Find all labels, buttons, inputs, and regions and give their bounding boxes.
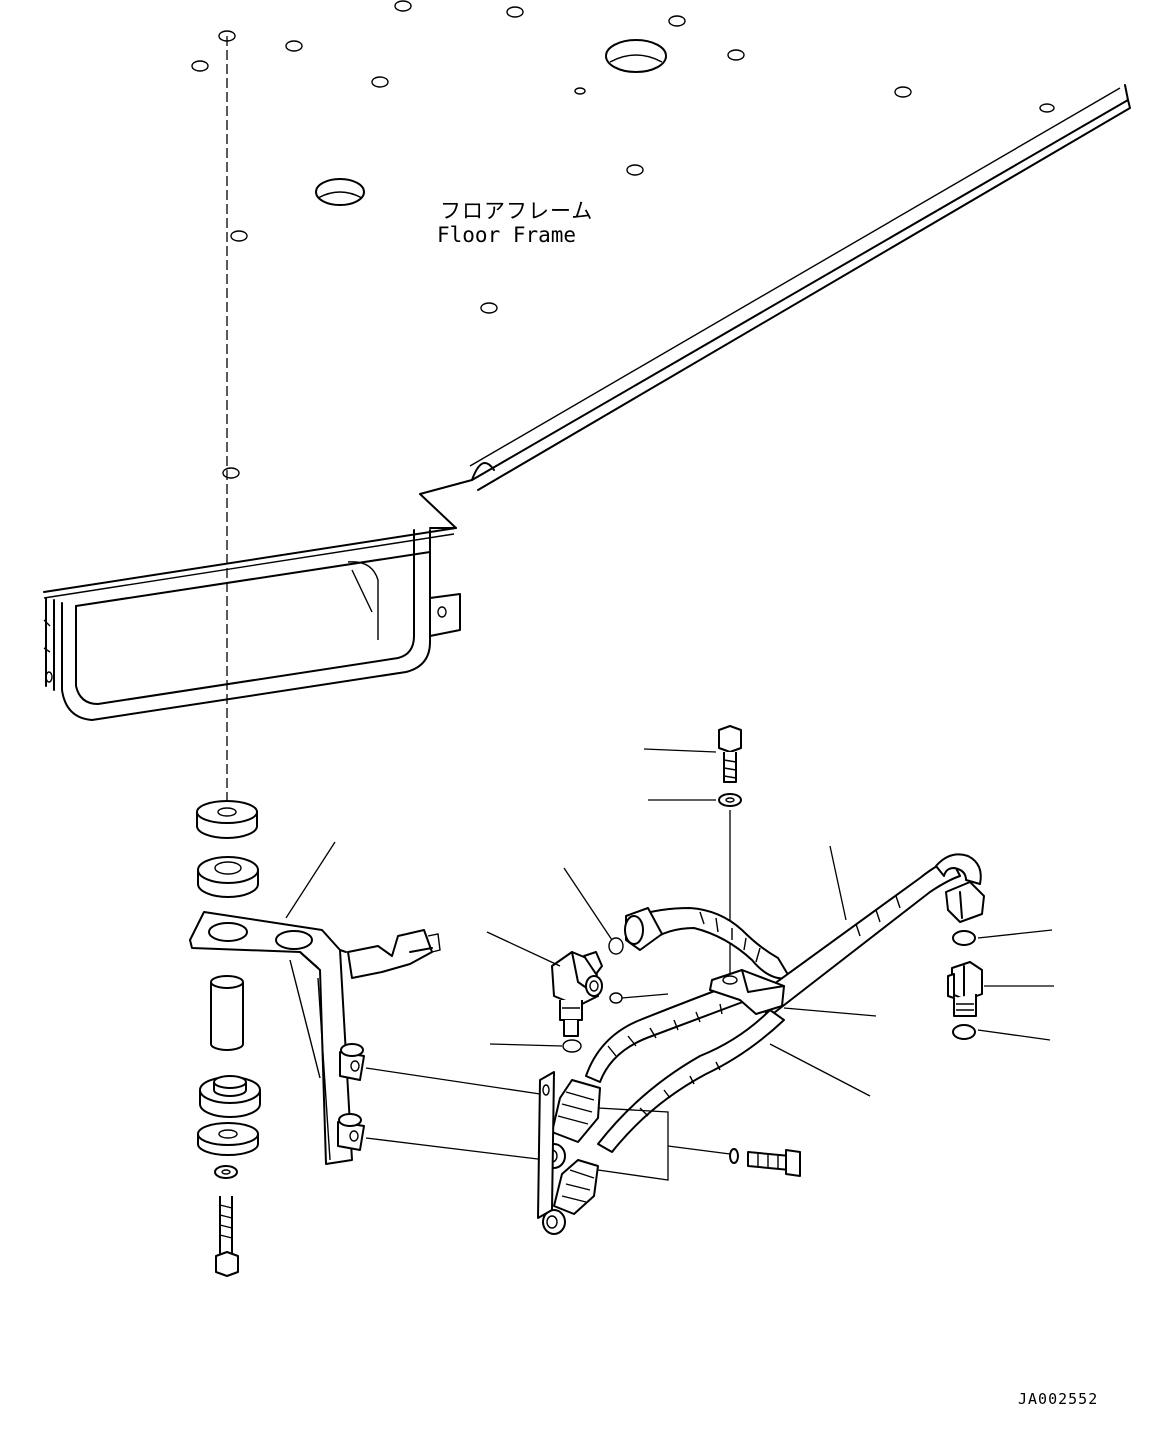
leader-oring-right-bottom	[977, 1029, 1051, 1041]
elbow-fitting	[551, 951, 603, 1037]
leader-oring-right-top	[977, 929, 1053, 939]
floor-frame-label-en: Floor Frame	[437, 223, 576, 247]
oring-elbow-side	[609, 992, 623, 1004]
clamp-bolt	[718, 725, 742, 976]
bushing-line-lower	[365, 1137, 547, 1161]
floor-frame-plate	[43, 0, 1131, 721]
bracket	[189, 911, 441, 1165]
bushing-line-upper	[365, 1067, 541, 1095]
connector-fitting	[947, 961, 983, 1017]
leader-bracket	[285, 841, 336, 919]
hose-assembly	[537, 853, 985, 1235]
oring-right-top	[952, 930, 976, 946]
leader-elbow	[486, 931, 561, 967]
leader-clamp	[783, 1007, 877, 1017]
drawing-code: JA002552	[1018, 1390, 1098, 1408]
oring-elbow-top	[608, 937, 624, 955]
oring-elbow-bottom	[562, 1039, 582, 1053]
frame-crossmember	[43, 529, 461, 721]
oring-right-bottom	[952, 1024, 976, 1040]
leader-bolt-top	[643, 748, 717, 753]
leader-hose-lower	[769, 1043, 871, 1097]
fitting-bolt-group	[597, 1107, 801, 1181]
floor-frame-label-jp: フロアフレーム	[440, 199, 593, 223]
leader-oring-elbow-side	[621, 993, 669, 999]
leader-hose-upper	[829, 845, 847, 921]
mount-stack	[196, 800, 261, 1277]
leader-oring-elbow-top	[563, 867, 613, 941]
plate-holes	[191, 0, 1055, 479]
leader-oring-elbow-bottom	[489, 1043, 563, 1047]
